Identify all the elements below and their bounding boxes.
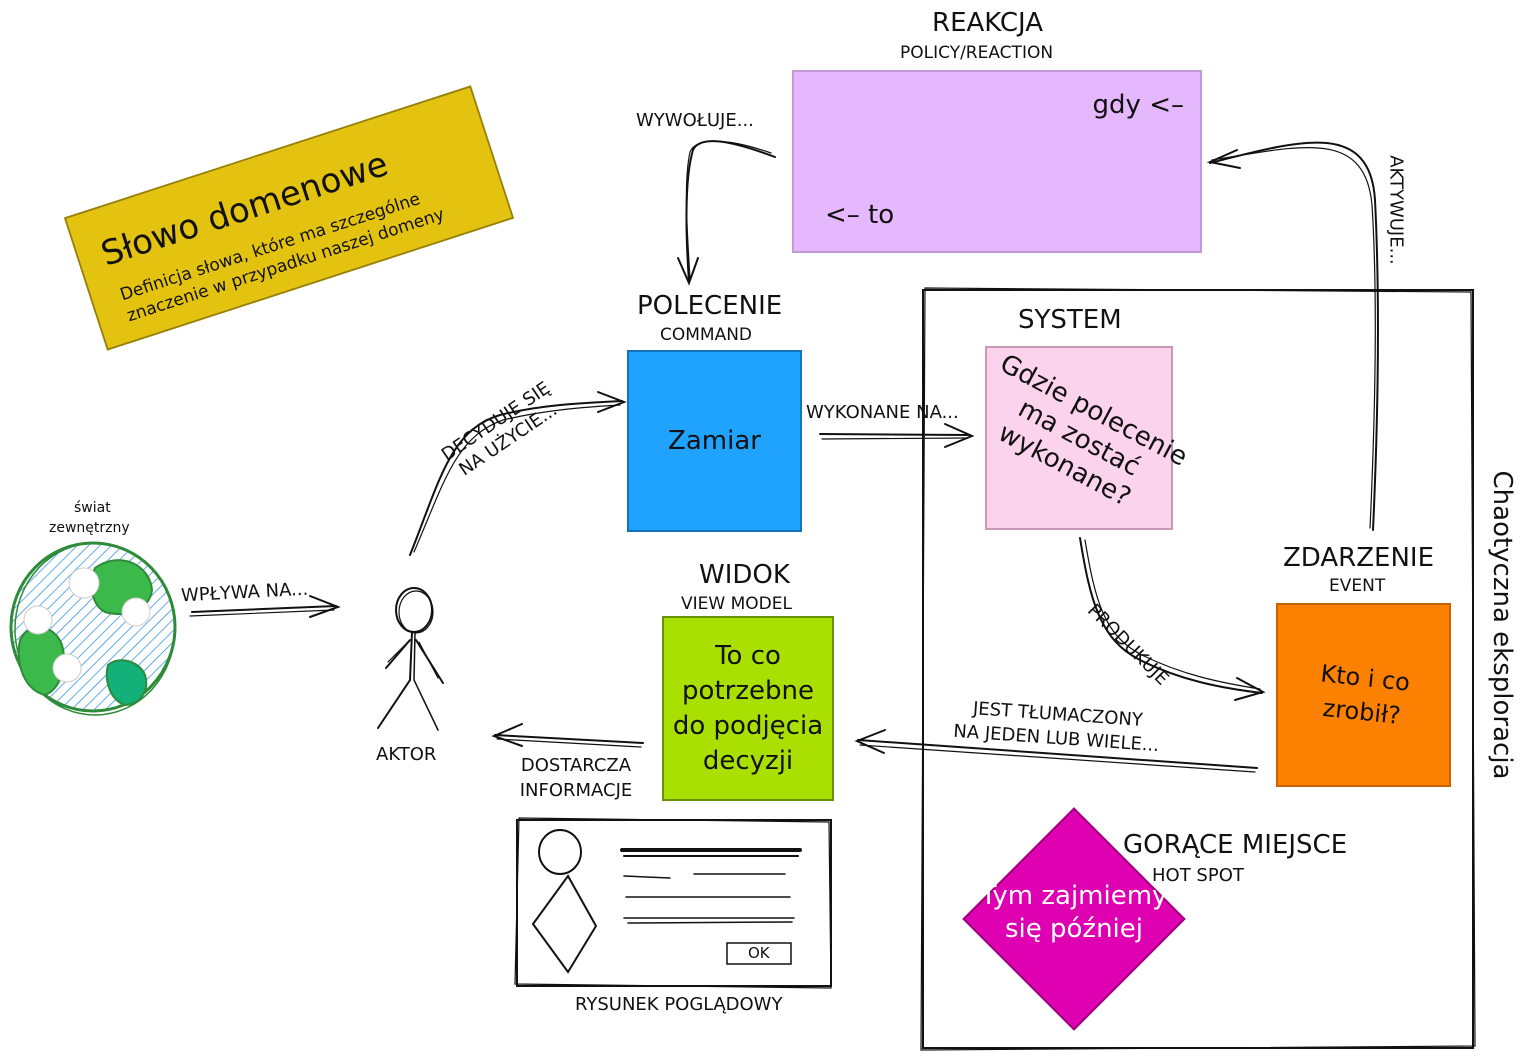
hotspot-subtitle: HOT SPOT <box>1152 865 1244 886</box>
view-text-1: To co <box>715 640 781 671</box>
hotspot-text-1: Tym zajmiemy <box>980 881 1168 911</box>
actor-label: AKTOR <box>376 744 437 765</box>
view-note: To co potrzebne do podjęcia decyzji <box>662 616 834 801</box>
view-text-3: do podjęcia <box>672 710 824 741</box>
arrow-produces <box>1079 537 1266 701</box>
view-title: WIDOK <box>699 560 790 590</box>
arrow-activates-label: AKTYWUJE... <box>1385 155 1407 265</box>
world-label-1: świat <box>74 500 111 516</box>
mockup-ok-button: OK <box>748 944 770 962</box>
actor-figure <box>377 587 444 731</box>
reaction-subtitle: POLICY/REACTION <box>900 43 1054 63</box>
arrow-provides-label-1: DOSTARCZA <box>520 755 632 776</box>
event-title: ZDARZENIE <box>1283 543 1435 573</box>
event-note: Kto i co zrobił? <box>1276 603 1451 787</box>
system-note: Gdzie polecenie ma zostać wykonane? <box>985 346 1192 530</box>
view-text-4: decyzji <box>702 745 794 776</box>
reaction-text-bottom: <– to <box>825 200 895 230</box>
system-title: SYSTEM <box>1018 305 1122 335</box>
system-frame <box>920 287 1476 1051</box>
hotspot-text-2: się później <box>1004 914 1143 944</box>
arrow-translated <box>854 729 1258 773</box>
arrow-decides <box>409 391 627 556</box>
arrow-invokes <box>677 140 776 286</box>
mockup-drawing <box>514 817 832 989</box>
arrow-executed-on <box>819 423 975 448</box>
command-subtitle: COMMAND <box>660 325 753 345</box>
world-label-2: zewnętrzny <box>49 520 130 536</box>
arrow-invokes-label: WYWOŁUJE... <box>636 110 754 131</box>
command-title: POLECENIE <box>637 291 783 321</box>
command-text: Zamiar <box>668 426 761 456</box>
view-text-2: potrzebne <box>682 675 814 706</box>
hotspot-title: GORĄCE MIEJSCE <box>1123 830 1348 860</box>
event-text-2: zrobił? <box>1321 693 1403 730</box>
reaction-title: REAKCJA <box>932 8 1044 38</box>
view-subtitle: VIEW MODEL <box>681 594 792 614</box>
world-icon <box>9 541 177 716</box>
event-subtitle: EVENT <box>1329 576 1386 596</box>
arrow-provides-label-2: INFORMACJE <box>519 780 633 801</box>
arrow-activates <box>1206 141 1379 531</box>
mockup-caption: RYSUNEK POGLĄDOWY <box>575 994 783 1015</box>
command-note: Zamiar <box>627 350 802 532</box>
arrow-executed-on-label: WYKONANE NA... <box>806 402 959 423</box>
chaos-label: Chaotyczna eksploracja <box>1487 470 1517 780</box>
arrow-influences <box>189 595 341 618</box>
arrow-provides <box>491 723 644 748</box>
reaction-note: gdy <– <– to <box>792 70 1202 253</box>
reaction-text-top: gdy <– <box>1092 90 1184 120</box>
